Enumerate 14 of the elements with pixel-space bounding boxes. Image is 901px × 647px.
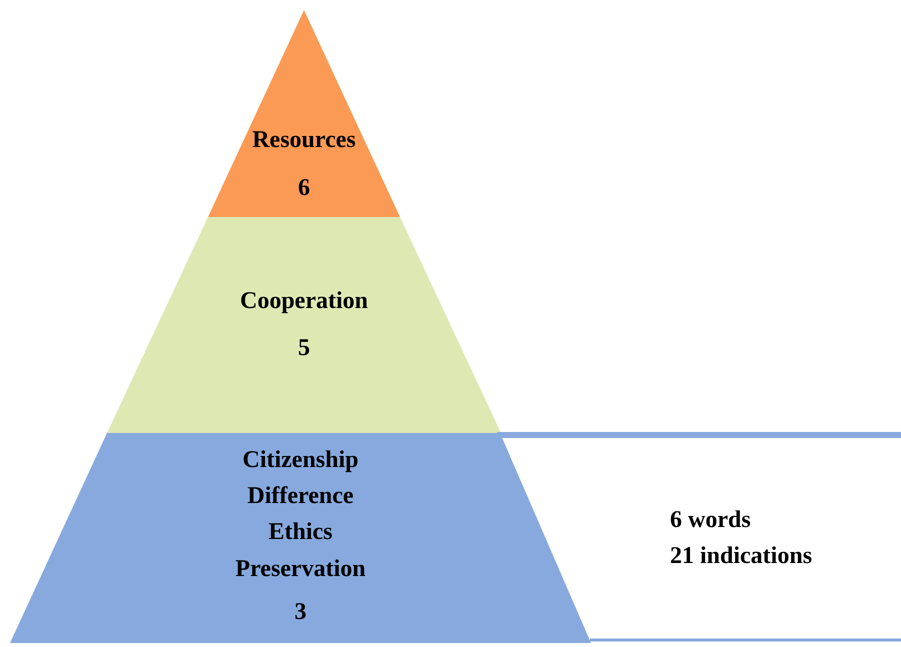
count-number: 5 (297, 334, 311, 362)
tier-label: Cooperation (239, 287, 369, 315)
tier-label: Resources (251, 126, 357, 154)
pyramid-top-tier (208, 10, 400, 217)
summary-text: 6 words (670, 506, 751, 534)
tier-label: Ethics (267, 518, 334, 546)
tier-label: Difference (246, 482, 355, 510)
count-number: 6 (297, 174, 311, 202)
summary-text: 21 indications (670, 542, 812, 570)
tier-label: Citizenship (241, 446, 360, 474)
count-number: 3 (294, 598, 308, 626)
pyramid-base-tier (10, 433, 591, 643)
tier-label: Preservation (234, 555, 367, 583)
pyramid-middle-tier (107, 217, 501, 433)
